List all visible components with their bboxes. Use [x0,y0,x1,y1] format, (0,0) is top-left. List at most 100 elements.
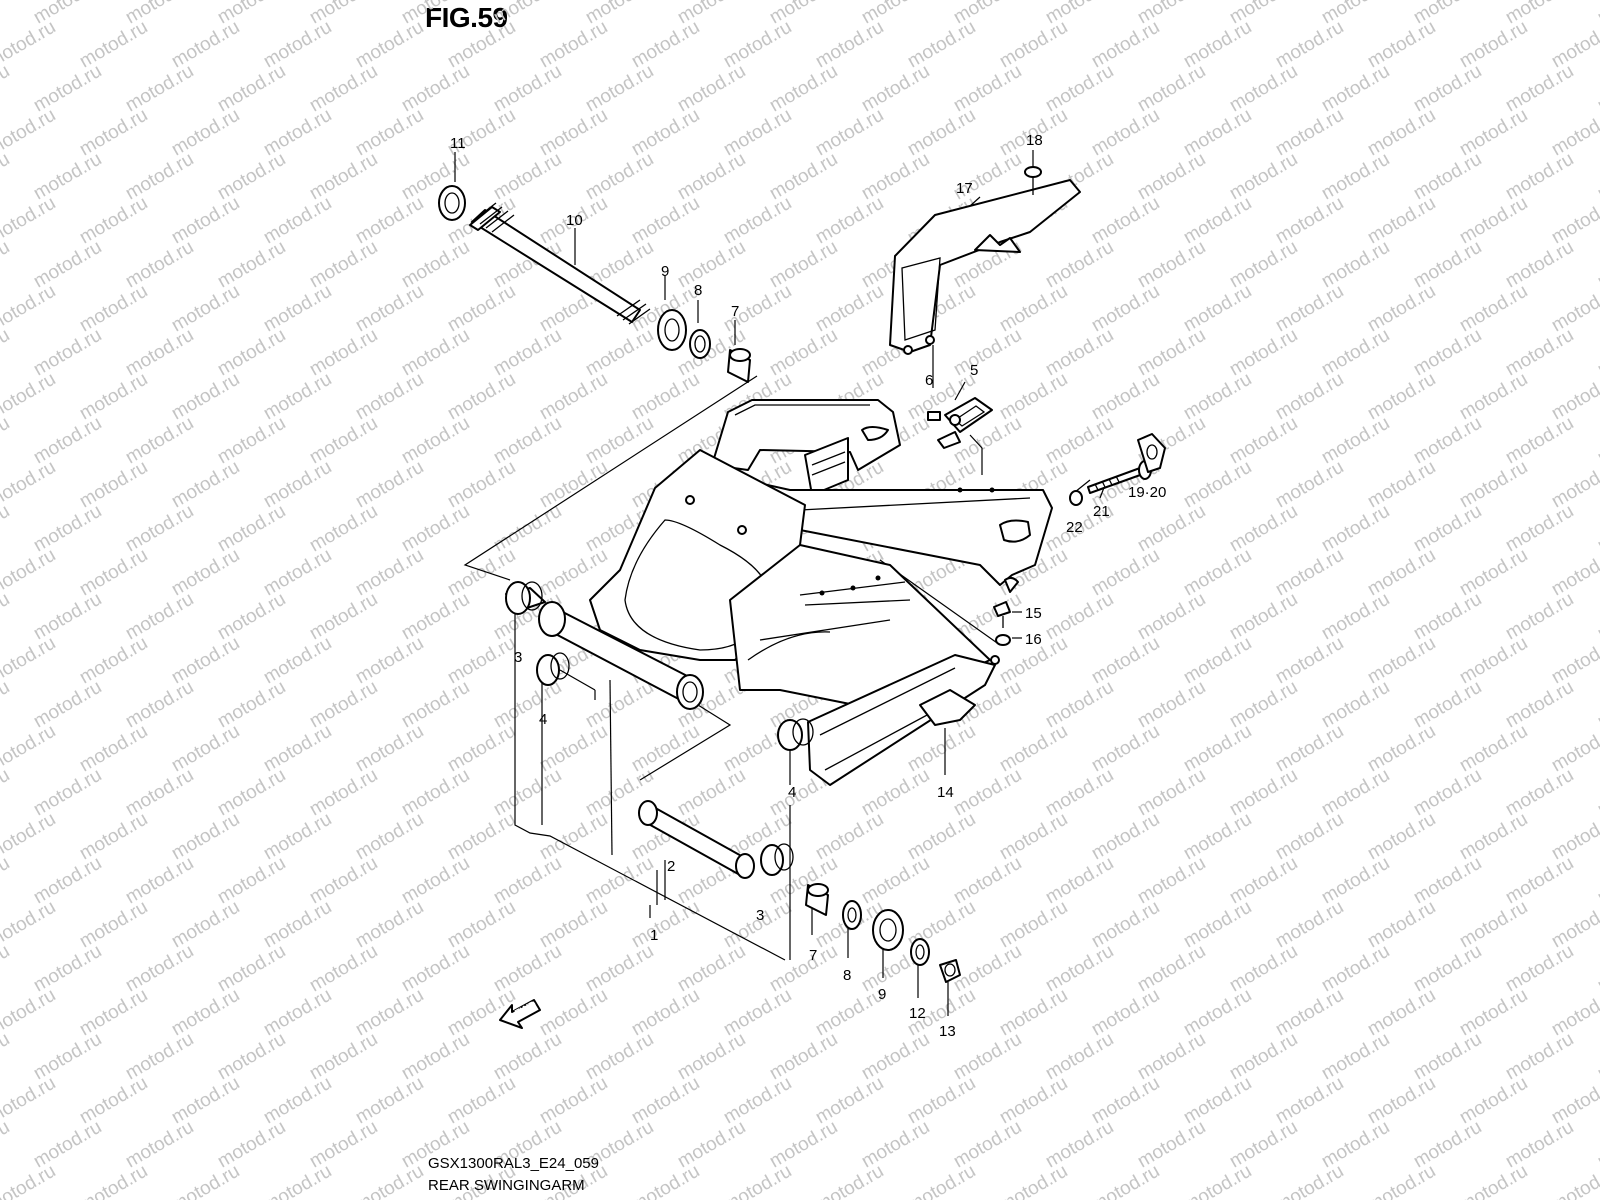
diagram-name: REAR SWINGINGARM [428,1177,585,1194]
watermark-text: motod.ru [0,809,59,865]
callout-22: 22 [1066,519,1083,536]
watermark-text: motod.ru [0,457,59,513]
watermark-text: motod.ru [0,325,13,381]
callout-6: 6 [925,372,933,389]
watermark-text: motod.ru [1594,677,1600,733]
callout-15: 15 [1025,605,1042,622]
watermark-text: motod.ru [1548,809,1600,865]
spacer-pipe [638,800,794,879]
watermark-text: motod.ru [0,193,59,249]
watermark-text: motod.ru [352,1161,427,1200]
callout-3a: 3 [514,649,522,666]
diagram-code: GSX1300RAL3_E24_059 [428,1155,599,1172]
callout-4b: 4 [788,784,796,801]
watermark-text: motod.ru [0,897,59,953]
callout-14: 14 [937,784,954,801]
watermark-text: motod.ru [0,149,13,205]
callout-7b: 7 [809,947,817,964]
watermark-text: motod.ru [0,369,59,425]
pivot-axle [438,185,651,325]
watermark-text: motod.ru [0,853,13,909]
watermark-text: motod.ru [1548,721,1600,777]
watermark-text: motod.ru [1548,1073,1600,1129]
watermark-text: motod.ru [0,413,13,469]
watermark-text: motod.ru [1548,105,1600,161]
lower-washers [805,883,961,983]
watermark-text: motod.ru [0,1029,13,1085]
watermark-text: motod.ru [1594,1117,1600,1173]
watermark-text: motod.ru [0,1161,59,1200]
watermark-text: motod.ru [904,1161,979,1200]
watermark-text: motod.ru [0,0,13,28]
watermark-text: motod.ru [0,501,13,557]
watermark-text: motod.ru [0,1073,59,1129]
watermark-text: motod.ru [0,281,59,337]
watermark-text: motod.ru [720,1161,795,1200]
watermark-text: motod.ru [0,677,13,733]
bolt-18 [1024,166,1042,195]
watermark-text: motod.ru [1180,1161,1255,1200]
watermark-text: motod.ru [0,105,59,161]
bolt-15-nut-16 [993,601,1011,646]
watermark-text: motod.ru [1548,457,1600,513]
watermark-text: motod.ru [1548,17,1600,73]
callout-7a: 7 [731,303,739,320]
adjuster-bolt [1069,433,1166,506]
watermark-text: motod.ru [1594,325,1600,381]
chain-case [807,654,1000,786]
watermark-text: motod.ru [1456,1161,1531,1200]
figure-title: FIG.59 [425,2,508,33]
callout-19-20: 19·20 [1128,484,1166,501]
right-bearing [777,718,814,751]
watermark-text: motod.ru [0,17,59,73]
callout-11: 11 [450,135,466,152]
chain-adjuster [927,397,993,449]
watermark-text: motod.ru [1272,1161,1347,1200]
watermark-text: motod.ru [1548,897,1600,953]
callout-1: 1 [650,927,658,944]
upper-washers [657,309,751,383]
watermark-text: motod.ru [260,1161,335,1200]
watermark-text: motod.ru [0,633,59,689]
watermark-text: motod.ru [1548,633,1600,689]
watermark-text: motod.ru [1548,1161,1600,1200]
watermark-text: motod.ru [812,1161,887,1200]
watermark-text: motod.ru [1594,941,1600,997]
watermark-text: motod.ru [1594,853,1600,909]
watermark-text: motod.ru [0,985,59,1041]
callout-17: 17 [956,180,973,197]
watermark-text: motod.ru [0,941,13,997]
callout-13: 13 [939,1023,956,1040]
callout-12: 12 [909,1005,926,1022]
callout-2: 2 [667,858,675,875]
callout-18: 18 [1026,132,1043,149]
callout-3b: 3 [756,907,764,924]
watermark-text: motod.ru [1594,589,1600,645]
callout-8b: 8 [843,967,851,984]
watermark-text: motod.ru [1364,1161,1439,1200]
watermark-text: motod.ru [1548,281,1600,337]
watermark-text: motod.ru [1594,413,1600,469]
chain-cover [889,179,1081,355]
watermark-text: motod.ru [1088,1161,1163,1200]
watermark-text: motod.ru [168,1161,243,1200]
callout-8a: 8 [694,282,702,299]
watermark-text: motod.ru [1594,149,1600,205]
watermark-text: motod.ru [0,721,59,777]
watermark-text: motod.ru [0,1117,13,1173]
watermark-text: motod.ru [0,589,13,645]
callout-10: 10 [566,212,583,229]
callout-9a: 9 [661,263,669,280]
callout-4a: 4 [539,711,547,728]
watermark-text: motod.ru [996,1161,1071,1200]
callout-21: 21 [1093,503,1110,520]
watermark-text: motod.ru [1548,985,1600,1041]
watermark-text: motod.ru [1548,545,1600,601]
watermark-text: motod.ru [1548,193,1600,249]
callout-labels: 1 2 3 3 4 4 5 6 7 7 8 8 9 9 10 11 12 13 … [450,132,1166,1040]
watermark-text: motod.ru [0,61,13,117]
watermark-text: motod.ru [0,545,59,601]
watermark-text: motod.ru [0,765,13,821]
watermark-text: motod.ru [76,1161,151,1200]
